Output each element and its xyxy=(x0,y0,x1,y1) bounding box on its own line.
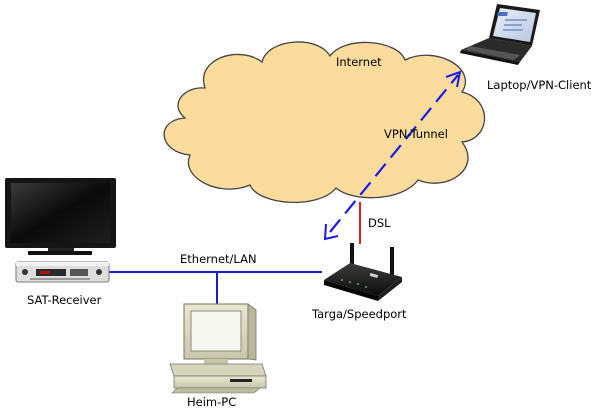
laptop-label: Laptop/VPN-Client xyxy=(487,78,592,92)
internet-label: Internet xyxy=(336,55,382,69)
vpn-tunnel-label: VPN-Tunnel xyxy=(384,127,448,141)
dsl-label: DSL xyxy=(368,216,391,230)
router-label: Targa/Speedport xyxy=(311,307,407,321)
connections xyxy=(108,70,462,305)
cloud-icon xyxy=(163,41,486,204)
heim-pc-label: Heim-PC xyxy=(187,395,236,409)
sat-receiver-icon xyxy=(15,261,110,283)
flat-tv-icon xyxy=(5,178,116,255)
wireless-router-icon xyxy=(324,243,402,301)
vpn-arrow-head-bottom xyxy=(323,223,339,241)
laptop-icon xyxy=(460,4,540,65)
vpn-arrow-head-top xyxy=(445,70,462,88)
internet-cloud xyxy=(163,41,486,204)
ethernet-label: Ethernet/LAN xyxy=(180,252,257,266)
labels: Internet Laptop/VPN-Client VPN-Tunnel DS… xyxy=(27,55,592,409)
desktop-pc-icon xyxy=(169,303,267,394)
vpn-tunnel-line xyxy=(329,74,459,233)
sat-receiver-label: SAT-Receiver xyxy=(27,293,102,307)
